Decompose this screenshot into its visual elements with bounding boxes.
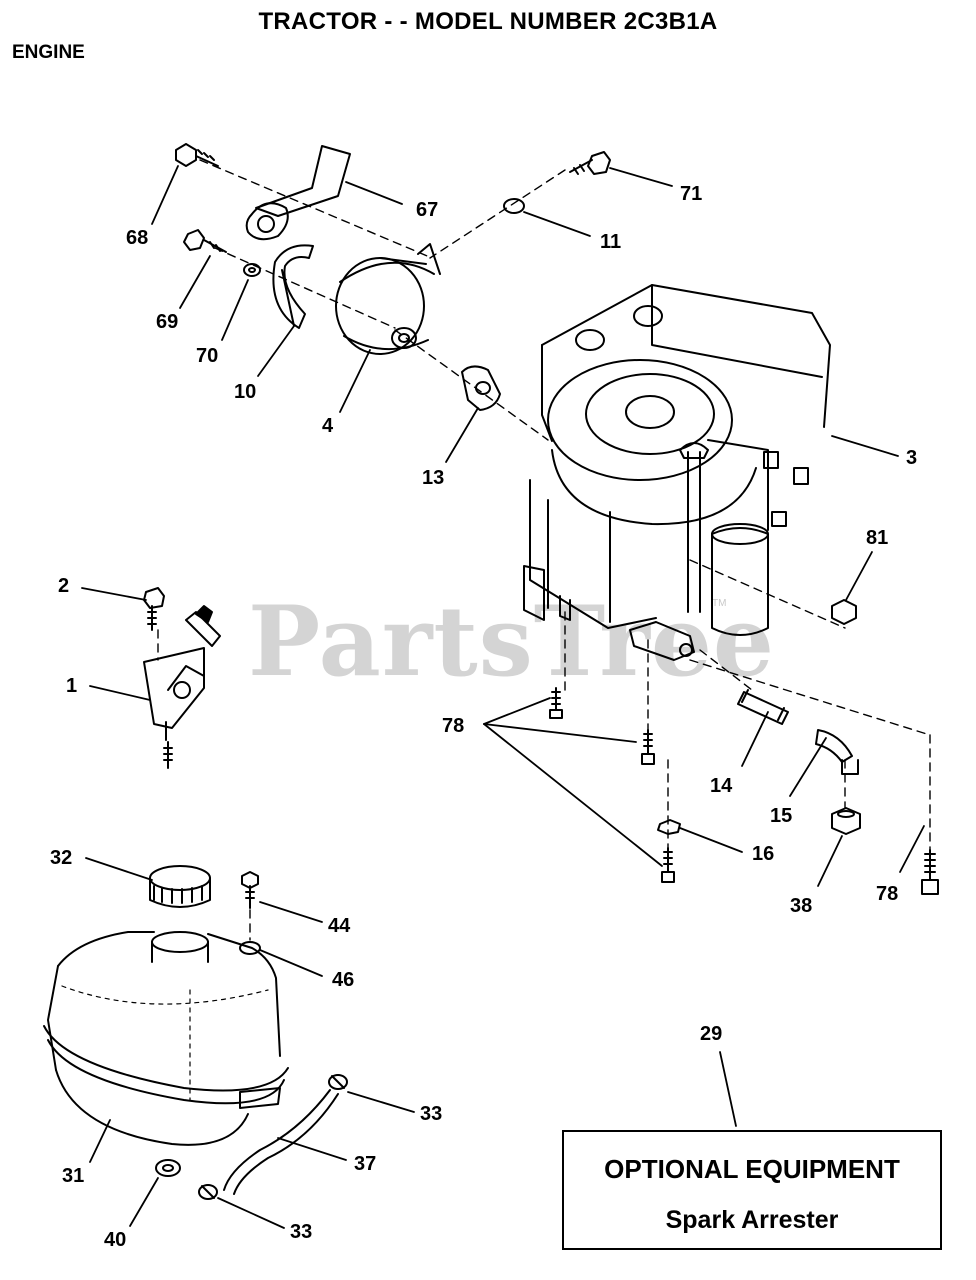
muffler-bracket-67 — [245, 145, 351, 241]
label-part-67: 67 — [416, 199, 439, 221]
pipe-nipple-14 — [737, 689, 789, 725]
bolt-78-a — [549, 687, 563, 719]
bolt-78-d — [921, 849, 939, 895]
label-part-29: 29 — [700, 1023, 723, 1045]
optional-equipment-box: OPTIONAL EQUIPMENT Spark Arrester — [562, 1130, 942, 1250]
section-label: ENGINE — [12, 42, 85, 63]
label-part-40: 40 — [104, 1229, 127, 1251]
label-part-78-a: 78 — [442, 715, 465, 737]
label-part-69: 69 — [156, 311, 179, 333]
screw-44 — [241, 871, 259, 909]
label-part-13: 13 — [422, 467, 445, 489]
label-part-11: 11 — [600, 231, 622, 253]
throttle-control-1 — [143, 605, 221, 769]
bolt-71 — [569, 151, 611, 175]
optional-equipment-title: OPTIONAL EQUIPMENT — [604, 1154, 900, 1184]
label-part-14: 14 — [710, 775, 733, 797]
leader-lines — [81, 165, 925, 1229]
nut-81 — [831, 599, 857, 625]
nut-38 — [831, 807, 861, 835]
washer-46 — [239, 941, 261, 955]
label-part-33-b: 33 — [290, 1221, 313, 1243]
spark-arrester-label: Spark Arrester — [665, 1206, 839, 1234]
label-part-15: 15 — [770, 805, 793, 827]
label-part-32: 32 — [50, 847, 73, 869]
label-part-10: 10 — [234, 381, 257, 403]
lockwasher-11 — [503, 198, 525, 214]
pipe-elbow-15 — [815, 729, 859, 775]
label-part-33-a: 33 — [420, 1103, 443, 1125]
label-part-31: 31 — [62, 1165, 85, 1187]
watermark: PartsTree — [248, 585, 775, 698]
diagram-title: TRACTOR - - MODEL NUMBER 2C3B1A — [258, 8, 718, 35]
label-part-1: 1 — [66, 675, 78, 697]
fuel-tank-31 — [43, 931, 289, 1146]
muffler-4 — [335, 243, 441, 355]
bolt-68 — [175, 143, 219, 167]
heat-shield-10 — [272, 244, 314, 329]
label-part-68: 68 — [126, 227, 149, 249]
gasket-13 — [461, 365, 501, 411]
label-part-16: 16 — [752, 843, 775, 865]
grommet-40 — [155, 1159, 181, 1177]
washer-16 — [657, 819, 681, 835]
fuel-line-37 — [223, 1089, 339, 1195]
fuel-cap-32 — [149, 865, 211, 908]
watermark-trademark: TM — [712, 598, 727, 609]
label-part-70: 70 — [196, 345, 219, 367]
label-part-46: 46 — [332, 969, 355, 991]
label-part-2: 2 — [58, 575, 70, 597]
label-part-78-b: 78 — [876, 883, 899, 905]
label-part-71: 71 — [680, 183, 703, 205]
label-part-37: 37 — [354, 1153, 377, 1175]
label-part-4: 4 — [322, 415, 334, 437]
label-part-3: 3 — [906, 447, 918, 469]
engine-3 — [523, 284, 831, 661]
washer-70 — [243, 263, 261, 277]
label-part-38: 38 — [790, 895, 813, 917]
screw-2 — [143, 587, 165, 631]
label-part-81: 81 — [866, 527, 889, 549]
hose-clamp-33-a — [328, 1074, 348, 1090]
bolt-78-b — [641, 729, 655, 765]
bolt-69 — [183, 229, 227, 253]
label-part-44: 44 — [328, 915, 351, 937]
bolt-78-c — [661, 847, 675, 883]
hose-clamp-33-b — [198, 1184, 218, 1200]
